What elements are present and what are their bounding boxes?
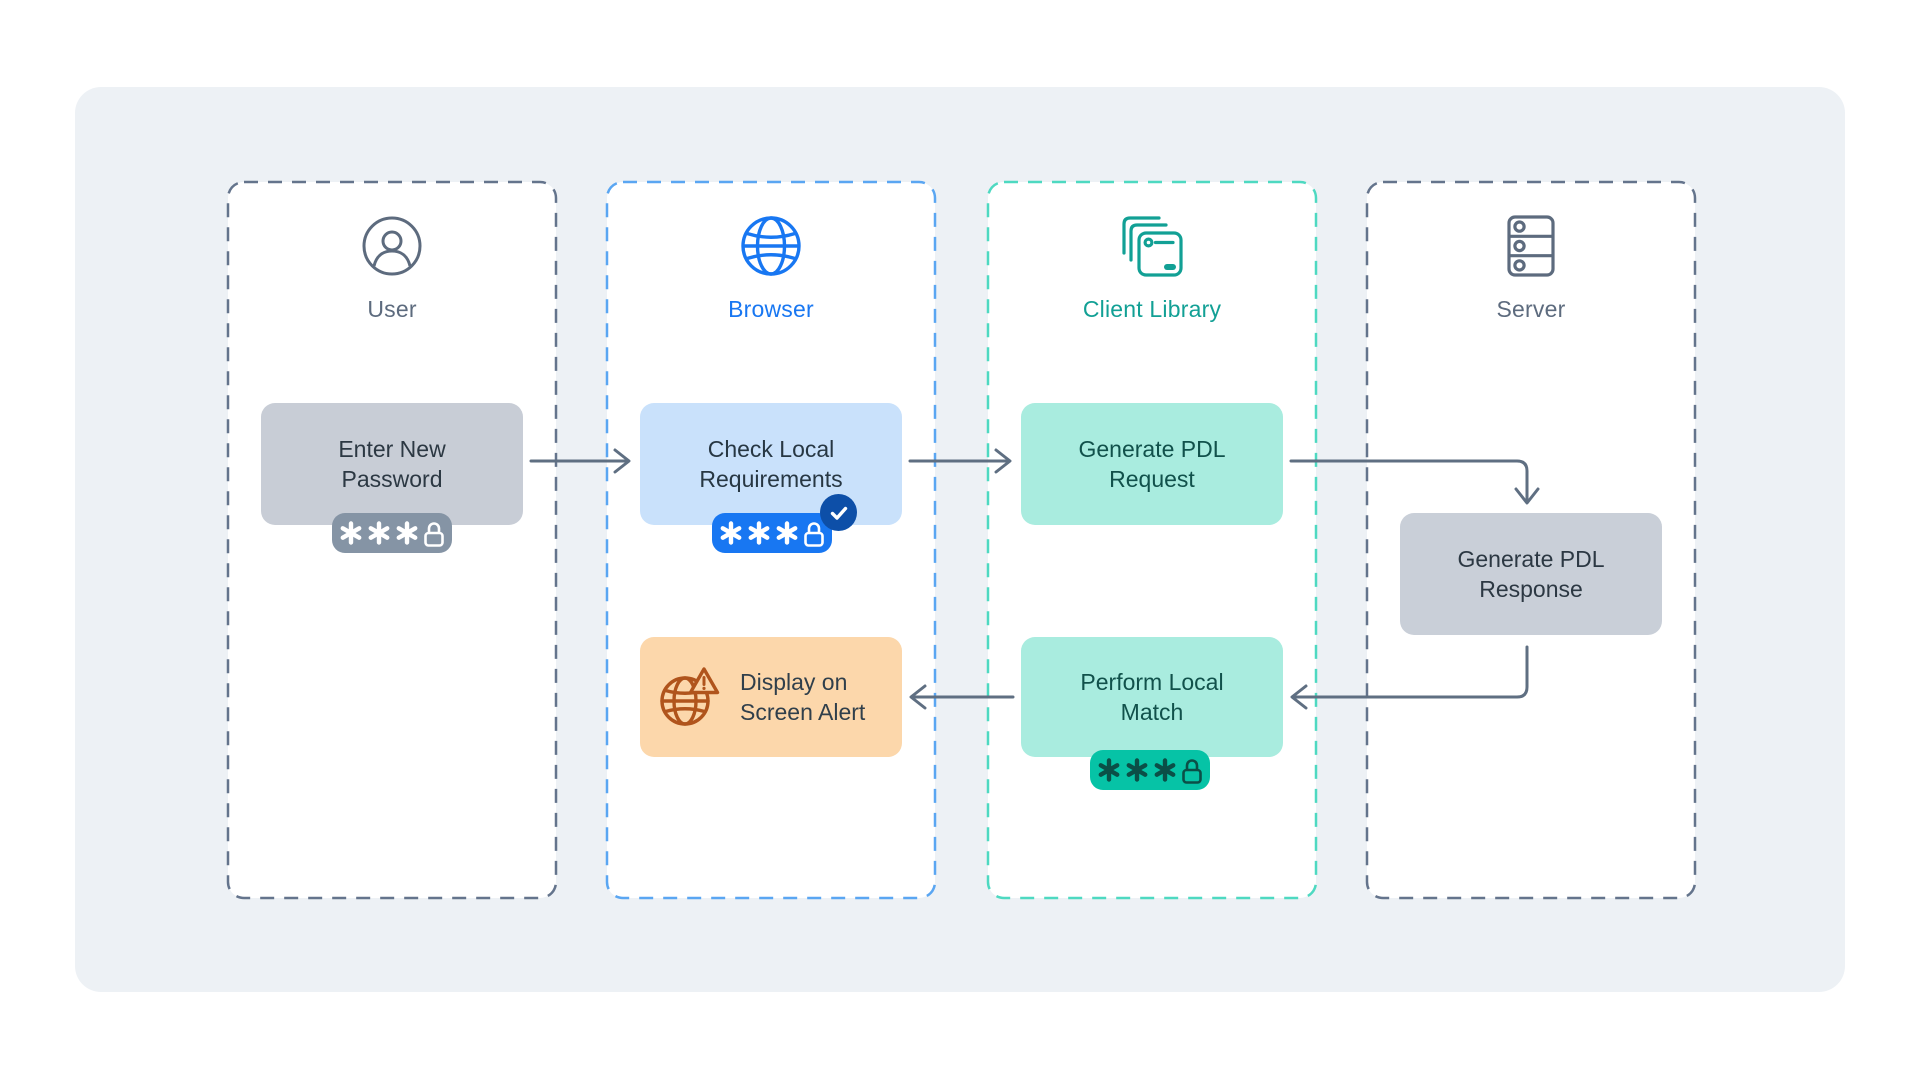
node-label-line: Generate PDL xyxy=(1078,436,1226,462)
generate-pdl-request-node: Generate PDL Request xyxy=(1021,403,1283,525)
lock-icon xyxy=(424,522,444,547)
server-column-label: Server xyxy=(1496,296,1566,322)
node-label-line: Request xyxy=(1109,466,1195,492)
node-label-line: Perform Local xyxy=(1080,669,1224,695)
layers-icon xyxy=(1119,213,1185,279)
masked-password-badge-gray xyxy=(332,513,452,553)
browser-column-label: Browser xyxy=(728,296,814,322)
check-local-requirements-node: Check Local Requirements xyxy=(640,403,902,525)
flow-arrows xyxy=(529,448,1540,710)
masked-password-badge-teal xyxy=(1090,750,1210,790)
arrow-generate-request-to-generate-response xyxy=(1289,459,1540,505)
globe-icon xyxy=(738,213,804,279)
lock-icon xyxy=(1182,759,1202,784)
arrow-check-local-to-generate-request xyxy=(908,448,1012,474)
server-icon xyxy=(1498,213,1564,279)
globe-alert-icon xyxy=(657,663,725,731)
asterisk-icon xyxy=(396,521,418,545)
asterisk-icon xyxy=(748,521,770,545)
verified-check-icon xyxy=(820,494,857,531)
asterisk-icon xyxy=(1098,758,1120,782)
arrow-enter-password-to-check-local xyxy=(529,448,631,474)
enter-new-password-node: Enter New Password xyxy=(261,403,523,525)
node-label-line: Enter New xyxy=(338,436,446,462)
node-label-line: Requirements xyxy=(699,466,843,492)
node-label-line: Check Local xyxy=(707,436,835,462)
asterisk-icon xyxy=(340,521,362,545)
node-label-line: Password xyxy=(341,466,443,492)
node-label-line: Response xyxy=(1479,576,1583,602)
arrow-generate-response-to-perform-match xyxy=(1290,645,1529,710)
asterisk-icon xyxy=(776,521,798,545)
perform-local-match-node: Perform Local Match xyxy=(1021,637,1283,757)
asterisk-icon xyxy=(1126,758,1148,782)
display-on-screen-alert-node: Display on Screen Alert xyxy=(640,637,902,757)
client-library-column-label: Client Library xyxy=(1082,296,1222,322)
user-icon xyxy=(359,213,425,279)
node-label-line: Generate PDL xyxy=(1457,546,1605,572)
asterisk-icon xyxy=(720,521,742,545)
masked-password-badge-blue xyxy=(712,513,832,553)
asterisk-icon xyxy=(1154,758,1176,782)
arrow-perform-match-to-display-alert xyxy=(909,684,1015,710)
node-label-line: Match xyxy=(1120,699,1184,725)
asterisk-icon xyxy=(368,521,390,545)
user-column-label: User xyxy=(367,296,417,322)
client-library-column-outline xyxy=(986,180,1318,900)
generate-pdl-response-node: Generate PDL Response xyxy=(1400,513,1662,635)
node-label: Display on Screen Alert xyxy=(740,669,866,725)
lock-icon xyxy=(804,522,824,547)
